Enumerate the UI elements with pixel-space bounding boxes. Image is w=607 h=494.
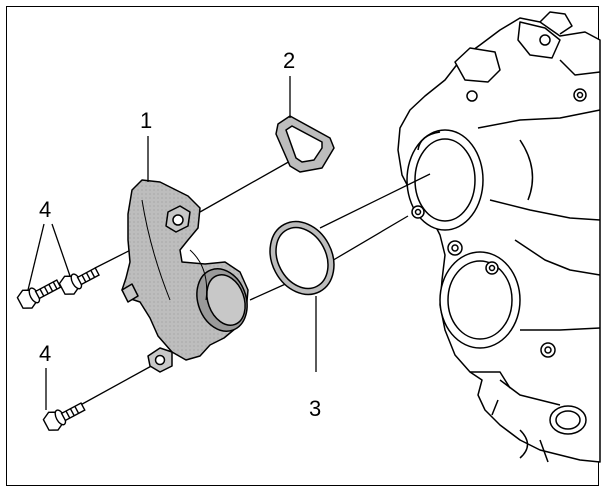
callout-part1: 1 [140,108,153,133]
callout-part4-lower: 4 [39,341,52,366]
gasket-guide-line [199,159,293,213]
bolt-lower [42,402,86,431]
leader-lines [27,76,317,410]
leader-part4-left [27,223,45,291]
callout-part2: 2 [283,48,296,73]
leader-part4-right [51,223,71,277]
gasket [275,115,335,173]
bolt-upper-left [16,279,62,309]
o-ring [269,220,335,296]
o-ring-guide-line-upper [319,173,431,229]
o-ring-guide-line-lower [249,281,291,301]
bolt-upper-right [58,267,100,295]
callout-part3: 3 [309,396,322,421]
housing-guide-line [329,215,409,263]
thermostat-housing-cover [121,179,249,373]
callout-part4-upper: 4 [39,197,52,222]
engine-housing [397,11,601,463]
bolt-guide-line-lower [74,363,156,409]
